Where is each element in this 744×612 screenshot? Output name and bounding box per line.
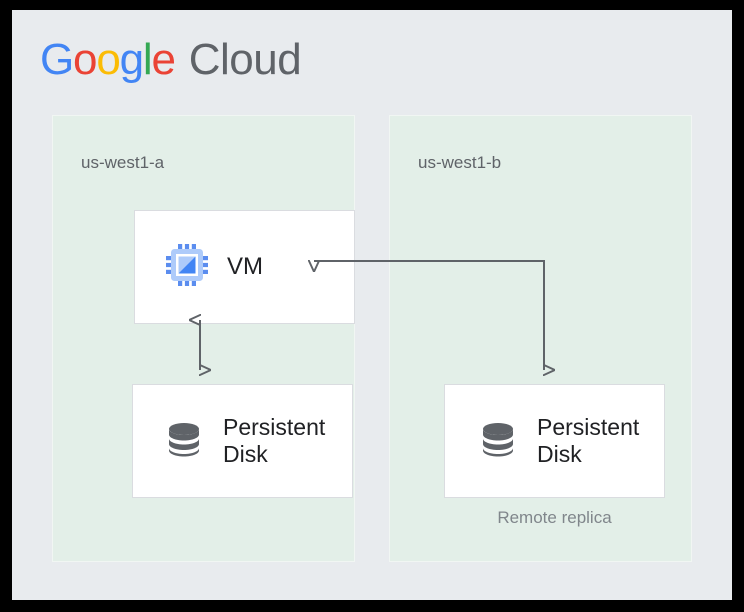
logo-letter-g1: G bbox=[40, 35, 74, 84]
vm-box-content: VM bbox=[135, 243, 263, 292]
database-disk-icon bbox=[477, 418, 519, 465]
logo-letter-o1: o bbox=[73, 35, 97, 84]
persistent-disk-replica-content: Persistent Disk bbox=[445, 414, 639, 468]
google-cloud-logo: Google Cloud bbox=[40, 35, 302, 84]
zone-label-us-west1-b: us-west1-b bbox=[418, 153, 502, 172]
component-box-vm[interactable]: VM bbox=[134, 210, 355, 324]
zone-label-us-west1-a: us-west1-a bbox=[81, 153, 165, 172]
logo-letter-l: l bbox=[142, 35, 153, 84]
logo-letter-e: e bbox=[151, 35, 175, 84]
component-box-persistent-disk-replica[interactable]: Persistent Disk bbox=[444, 384, 665, 498]
diagram-canvas: Google Cloud us-west1-a bbox=[12, 10, 732, 600]
vm-label: VM bbox=[227, 252, 263, 280]
cpu-chip-icon bbox=[165, 243, 209, 292]
remote-replica-caption: Remote replica bbox=[497, 508, 612, 527]
google-wordmark: Google bbox=[40, 35, 176, 84]
zone-panel-us-west1-a: us-west1-a bbox=[52, 115, 355, 562]
logo-letter-o2: o bbox=[96, 35, 120, 84]
persistent-disk-replica-label: Persistent Disk bbox=[537, 413, 640, 467]
component-box-persistent-disk-primary[interactable]: Persistent Disk bbox=[132, 384, 353, 498]
persistent-disk-primary-label: Persistent Disk bbox=[223, 413, 326, 467]
database-disk-icon bbox=[163, 418, 205, 465]
zone-panel-us-west1-b: us-west1-b Persisten bbox=[389, 115, 692, 562]
persistent-disk-primary-content: Persistent Disk bbox=[133, 414, 325, 468]
logo-letter-g2: g bbox=[119, 35, 144, 84]
cloud-wordmark: Cloud bbox=[188, 35, 302, 84]
